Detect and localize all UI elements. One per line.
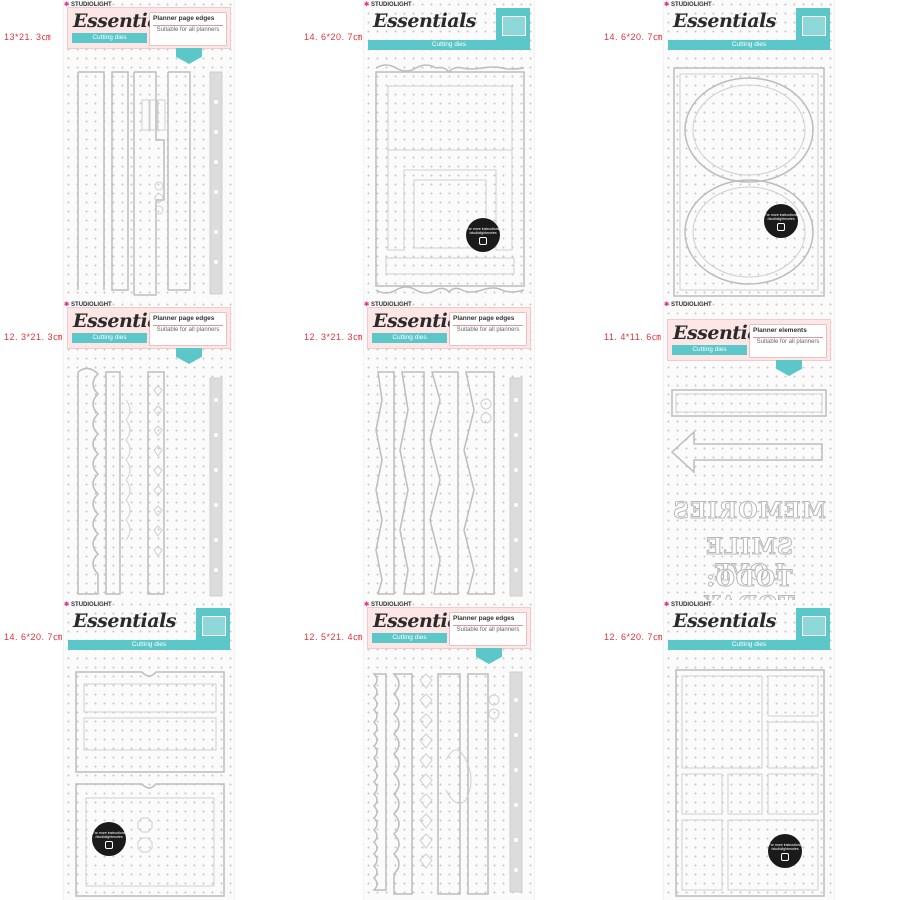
- product-package: ✱STUDIOLIGHT Essentials Cutting dies For…: [364, 0, 534, 300]
- product-cell-1[interactable]: 13*21. 3㎝ ✱STUDIOLIGHT Essentials Cuttin…: [0, 0, 300, 300]
- product-cell-4[interactable]: 12. 3*21. 3㎝ ✱STUDIOLIGHT Essentials Cut…: [0, 300, 300, 600]
- essentials-logo: Essentials: [673, 10, 777, 32]
- tagline: Cutting dies: [72, 333, 147, 343]
- tagline: Cutting dies: [72, 33, 147, 43]
- description-box: Planner page edges Suitable for all plan…: [150, 313, 226, 345]
- tagline: Cutting dies: [672, 345, 747, 355]
- tagline: Cutting dies: [668, 40, 830, 50]
- size-label: 14. 6*20. 7㎝: [304, 32, 363, 42]
- essentials-logo: Essentials: [373, 10, 477, 32]
- product-cell-8[interactable]: 12. 5*21. 4㎝ ✱STUDIOLIGHT Essentials Cut…: [300, 600, 600, 900]
- die-outlines: [375, 64, 525, 294]
- product-cell-7[interactable]: 14. 6*20. 7㎝ ✱STUDIOLIGHT Essentials Cut…: [0, 600, 300, 900]
- product-cell-5[interactable]: 12. 3*21. 3㎝ ✱STUDIOLIGHT Essentials Cut…: [300, 300, 600, 600]
- product-package: ✱STUDIOLIGHT Essentials Cutting dies For…: [664, 600, 834, 900]
- brand-label: ✱STUDIOLIGHT: [664, 602, 712, 608]
- pennant-icon: [176, 48, 202, 64]
- product-cell-9[interactable]: 12. 6*20. 7㎝ ✱STUDIOLIGHT Essentials Cut…: [600, 600, 900, 900]
- brand-label: ✱STUDIOLIGHT: [664, 302, 712, 308]
- brand-label: ✱STUDIOLIGHT: [364, 2, 412, 8]
- product-package: ✱STUDIOLIGHT Essentials Cutting dies Pla…: [364, 600, 534, 900]
- tagline: Cutting dies: [68, 640, 230, 650]
- pennant-icon: [476, 648, 502, 664]
- die-outlines: [372, 671, 523, 895]
- die-outlines: [75, 671, 225, 897]
- description-box: Planner elements Suitable for all planne…: [750, 325, 826, 357]
- size-label: 11. 4*11. 6㎝: [604, 332, 662, 342]
- package-header: Essentials Cutting dies Planner page edg…: [368, 608, 530, 648]
- package-header: Essentials Cutting dies Planner page edg…: [368, 308, 530, 348]
- die-outlines: [670, 389, 827, 474]
- size-label: 12. 6*20. 7㎝: [604, 632, 663, 642]
- tagline: Cutting dies: [668, 640, 830, 650]
- product-thumbnail: [796, 8, 830, 40]
- tagline: Cutting dies: [368, 40, 530, 50]
- instructions-seal: For more instructions /studiolightmories: [92, 822, 126, 856]
- brand-label: ✱STUDIOLIGHT: [64, 602, 112, 608]
- pennant-icon: [176, 348, 202, 364]
- size-label: 12. 5*21. 4㎝: [304, 632, 363, 642]
- package-header: Essentials Cutting dies: [668, 608, 830, 650]
- instructions-seal: For more instructions /studiolightmories: [764, 204, 798, 238]
- product-thumbnail: [496, 8, 530, 40]
- die-word-memories: MEMORIES: [672, 498, 827, 525]
- brand-label: ✱STUDIOLIGHT: [64, 2, 112, 8]
- size-label: 13*21. 3㎝: [4, 32, 52, 42]
- die-outlines: [675, 669, 825, 897]
- product-package: ✱STUDIOLIGHT Essentials Cutting dies Pla…: [64, 0, 234, 300]
- package-header: Essentials Cutting dies: [668, 8, 830, 50]
- tagline: Cutting dies: [372, 333, 447, 343]
- product-package: ✱STUDIOLIGHT Essentials Cutting dies Pla…: [664, 300, 834, 600]
- die-word-todo-today: TODO: TODAY: [703, 566, 795, 601]
- product-package: ✱STUDIOLIGHT Essentials Cutting dies Pla…: [364, 300, 534, 600]
- essentials-logo: Essentials: [73, 610, 177, 632]
- package-header: Essentials Cutting dies Planner elements…: [668, 320, 830, 360]
- brand-label: ✱STUDIOLIGHT: [364, 302, 412, 308]
- size-label: 12. 3*21. 3㎝: [4, 332, 63, 342]
- description-box: Planner page edges Suitable for all plan…: [450, 313, 526, 345]
- product-cell-6[interactable]: 11. 4*11. 6㎝ ✱STUDIOLIGHT Essentials Cut…: [600, 300, 900, 600]
- product-package: ✱STUDIOLIGHT Essentials Cutting dies For…: [664, 0, 834, 300]
- package-header: Essentials Cutting dies Planner page edg…: [68, 308, 230, 348]
- pennant-icon: [776, 360, 802, 376]
- package-header: Essentials Cutting dies: [368, 8, 530, 50]
- size-label: 14. 6*20. 7㎝: [4, 632, 63, 642]
- description-box: Planner page edges Suitable for all plan…: [150, 13, 226, 45]
- brand-label: ✱STUDIOLIGHT: [664, 2, 712, 8]
- description-box: Planner page edges Suitable for all plan…: [450, 613, 526, 645]
- size-label: 12. 3*21. 3㎝: [304, 332, 363, 342]
- die-outlines: [375, 371, 523, 597]
- package-header: Essentials Cutting dies Planner page edg…: [68, 8, 230, 48]
- product-package: ✱STUDIOLIGHT Essentials Cutting dies Pla…: [64, 300, 234, 600]
- brand-label: ✱STUDIOLIGHT: [364, 602, 412, 608]
- product-cell-3[interactable]: 14. 6*20. 7㎝ ✱STUDIOLIGHT Essentials Cut…: [600, 0, 900, 300]
- package-header: Essentials Cutting dies: [68, 608, 230, 650]
- essentials-logo: Essentials: [673, 610, 777, 632]
- die-outlines: [77, 367, 223, 597]
- tagline: Cutting dies: [372, 633, 447, 643]
- die-outlines: [673, 67, 825, 297]
- product-thumbnail: [196, 608, 230, 640]
- product-thumbnail: [796, 608, 830, 640]
- die-outlines: [77, 71, 223, 296]
- product-cell-2[interactable]: 14. 6*20. 7㎝ ✱STUDIOLIGHT Essentials Cut…: [300, 0, 600, 300]
- product-package: ✱STUDIOLIGHT Essentials Cutting dies For…: [64, 600, 234, 900]
- brand-label: ✱STUDIOLIGHT: [64, 302, 112, 308]
- size-label: 14. 6*20. 7㎝: [604, 32, 663, 42]
- instructions-seal: For more instructions /studiolightmories: [768, 834, 802, 868]
- instructions-seal: For more instructions /studiolightmories: [466, 218, 500, 252]
